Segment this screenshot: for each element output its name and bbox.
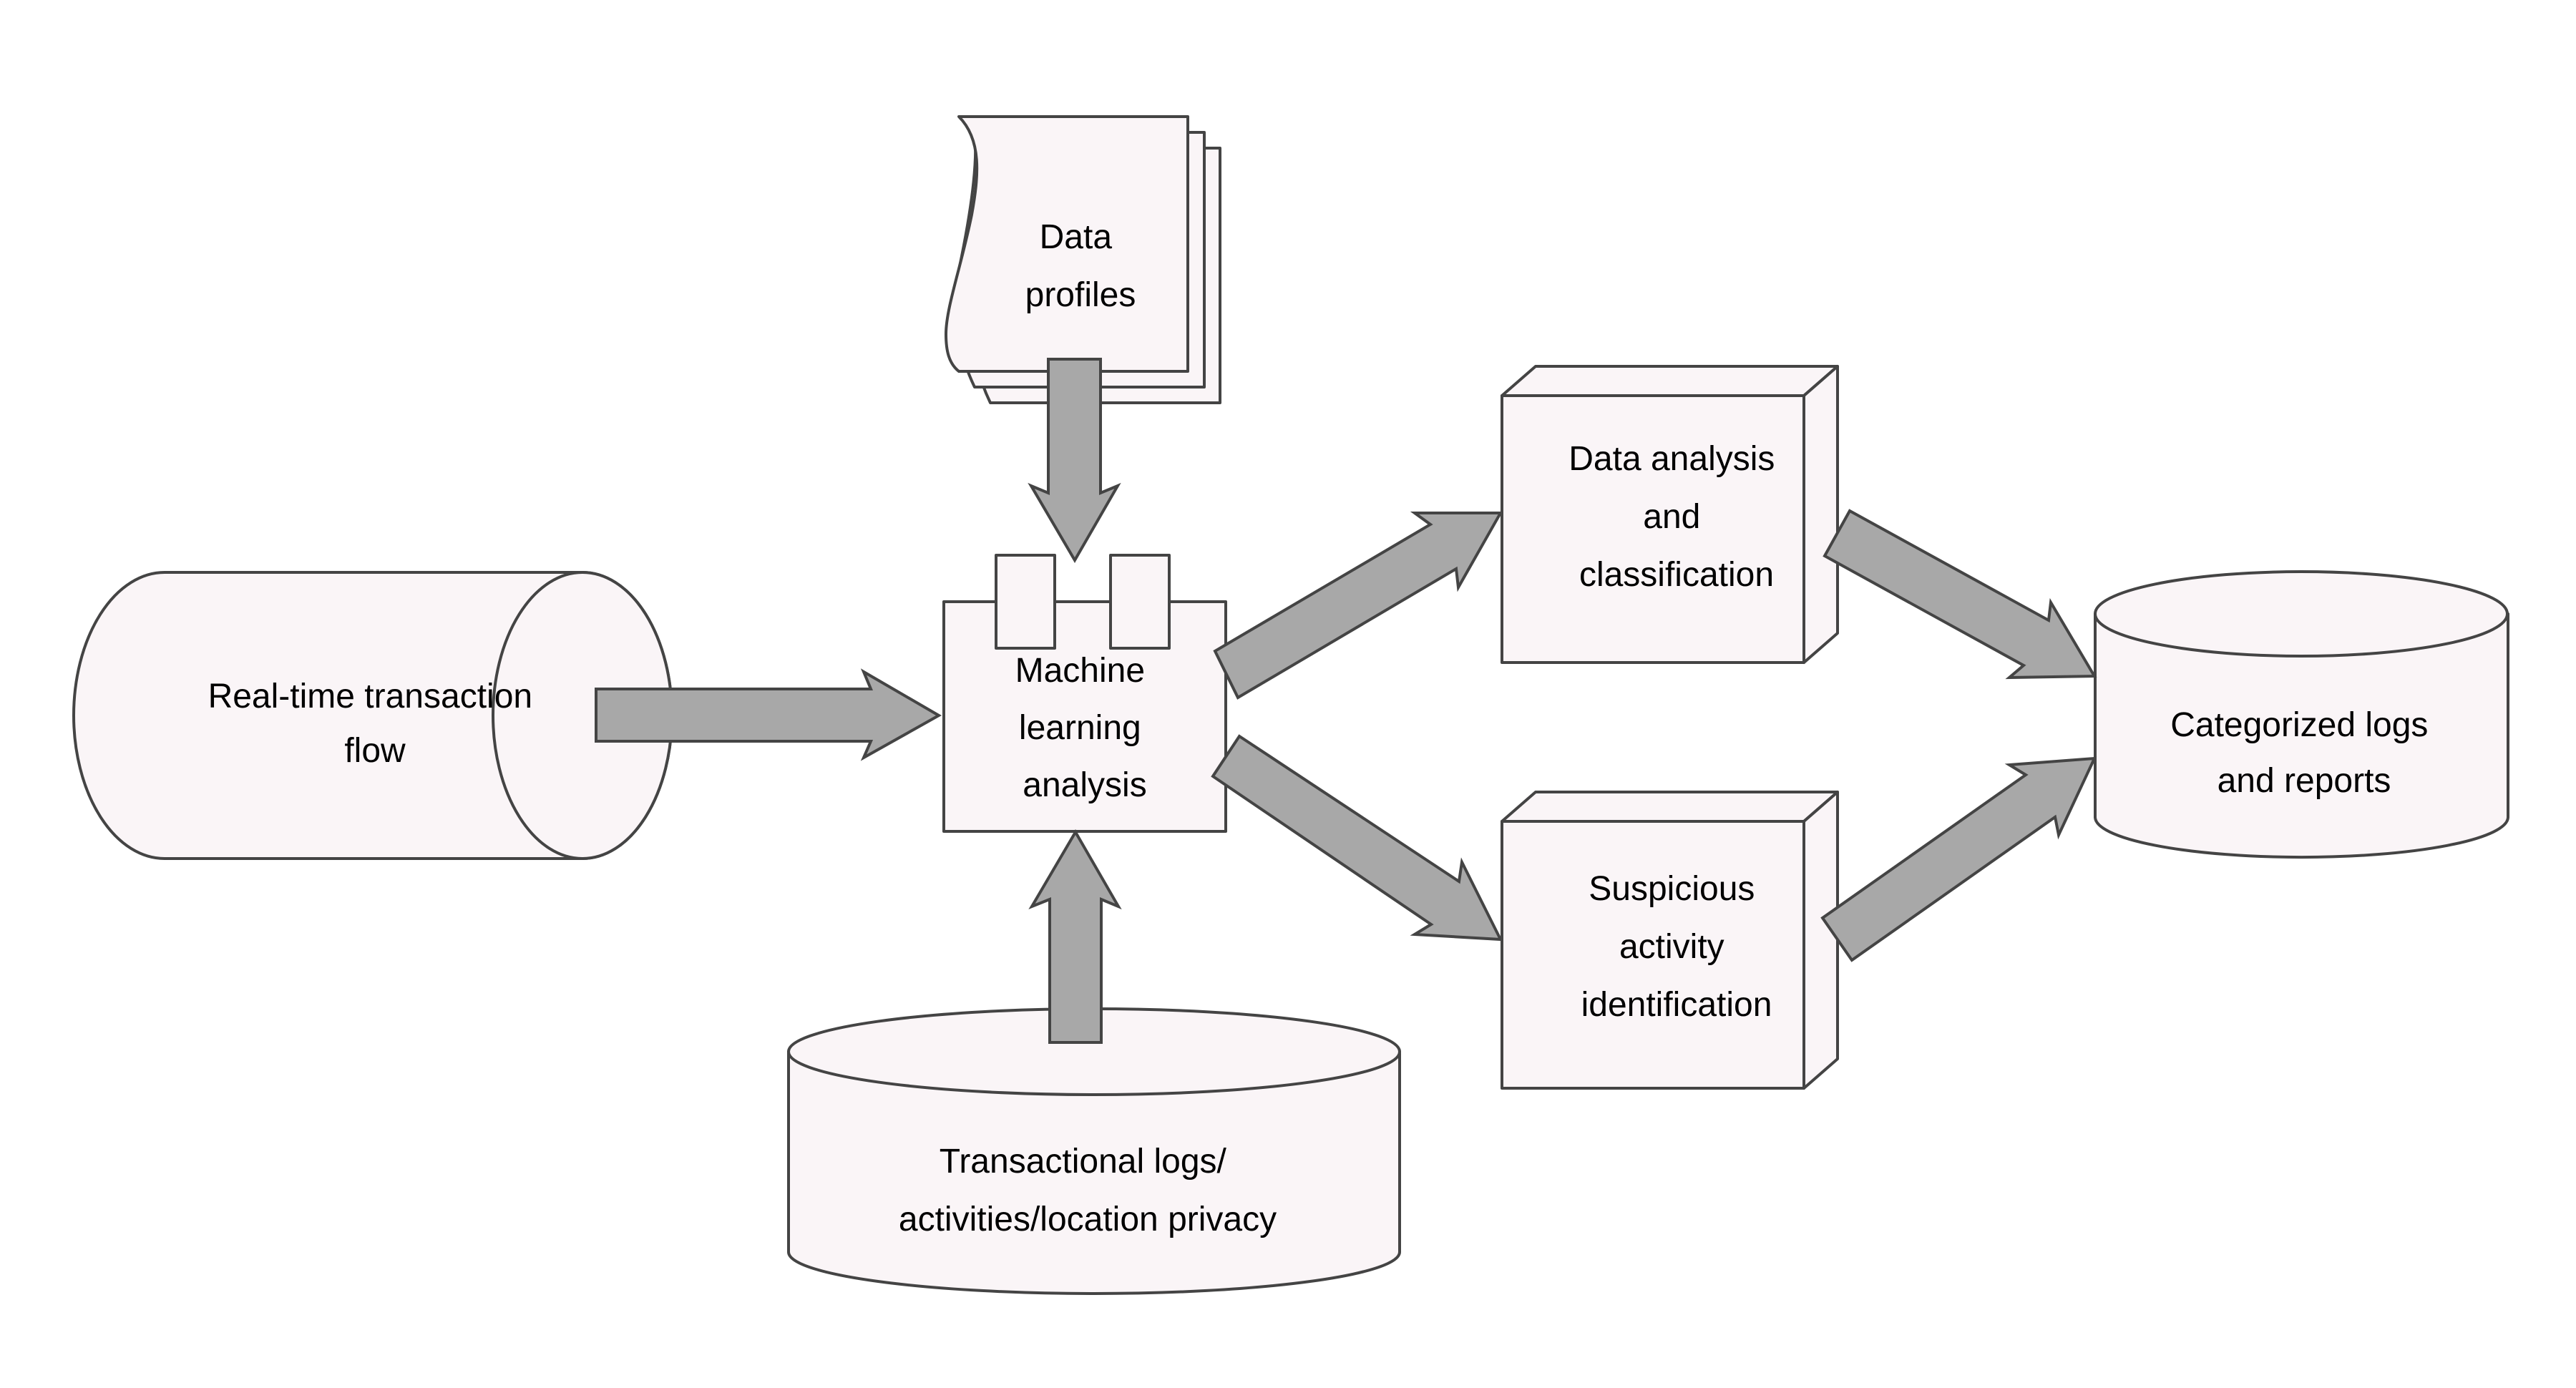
arrow-profiles-to-ml [1028, 358, 1121, 563]
ml-label-line-1: Machine [1015, 652, 1145, 690]
arrow-suspicious-to-reports [1820, 756, 2097, 962]
ml-label: Machine learning analysis [1015, 652, 1155, 804]
classify-box-front [1501, 394, 1805, 664]
ml-tab-right [1109, 554, 1171, 650]
ml-label-line-2: learning [1019, 709, 1141, 747]
classify-label-line-2: and [1643, 498, 1700, 536]
classify-box-top [1501, 365, 1839, 397]
suspicious-label-line-1: Suspicious [1589, 870, 1755, 908]
node-data-analysis-classification[interactable]: Data analysis and classification [1501, 365, 1839, 664]
ml-box [942, 600, 1227, 833]
txlogs-cylinder-body [787, 1050, 1401, 1295]
classify-box-side [1802, 365, 1839, 664]
arrow-ml-to-classify [1213, 512, 1503, 700]
txlogs-label-line-1: Transactional logs/ [940, 1143, 1227, 1181]
arrow-ml-to-suspicious [1211, 734, 1503, 942]
classify-label-line-1: Data analysis [1568, 440, 1775, 478]
node-suspicious-activity[interactable]: Suspicious activity identification [1501, 791, 1839, 1090]
profiles-label: Data profiles [1025, 218, 1136, 314]
node-machine-learning-analysis[interactable]: Machine learning analysis [942, 554, 1227, 833]
reports-label-line-1: Categorized logs [2170, 706, 2428, 744]
node-data-profiles[interactable]: Data profiles [945, 115, 1221, 404]
suspicious-label-line-2: activity [1619, 928, 1724, 966]
profiles-page-1 [945, 115, 1189, 373]
realtime-label: Real-time transaction flow [208, 678, 542, 770]
arrow-classify-to-reports [1823, 509, 2097, 680]
txlogs-label-line-2: activities/location privacy [899, 1201, 1277, 1238]
reports-cylinder-top [2094, 570, 2509, 658]
reports-cylinder-body [2094, 612, 2509, 859]
arrow-txlogs-to-ml [1028, 829, 1122, 1044]
classify-label: Data analysis and classification [1568, 440, 1784, 594]
profiles-label-line-2: profiles [1025, 276, 1136, 314]
ml-tab-left [995, 554, 1056, 650]
suspicious-label: Suspicious activity identification [1581, 870, 1772, 1024]
realtime-label-line-2: flow [344, 732, 406, 770]
node-realtime-transaction-flow[interactable]: Real-time transaction flow [72, 571, 673, 860]
txlogs-label: Transactional logs/ activities/location … [899, 1143, 1277, 1238]
suspicious-box-front [1501, 820, 1805, 1090]
ml-label-line-3: analysis [1023, 766, 1146, 804]
realtime-label-line-1: Real-time transaction [208, 678, 533, 715]
suspicious-label-line-3: identification [1581, 986, 1772, 1024]
node-categorized-logs-reports[interactable]: Categorized logs and reports [2094, 570, 2509, 859]
suspicious-box-top [1501, 791, 1839, 823]
suspicious-box-side [1802, 791, 1839, 1090]
classify-label-line-3: classification [1579, 556, 1774, 594]
reports-label: Categorized logs and reports [2170, 706, 2438, 800]
arrow-realtime-to-ml [595, 668, 942, 761]
reports-label-line-2: and reports [2218, 762, 2391, 800]
node-transactional-logs[interactable]: Transactional logs/ activities/location … [787, 1007, 1401, 1295]
profiles-label-line-1: Data [1040, 218, 1113, 256]
